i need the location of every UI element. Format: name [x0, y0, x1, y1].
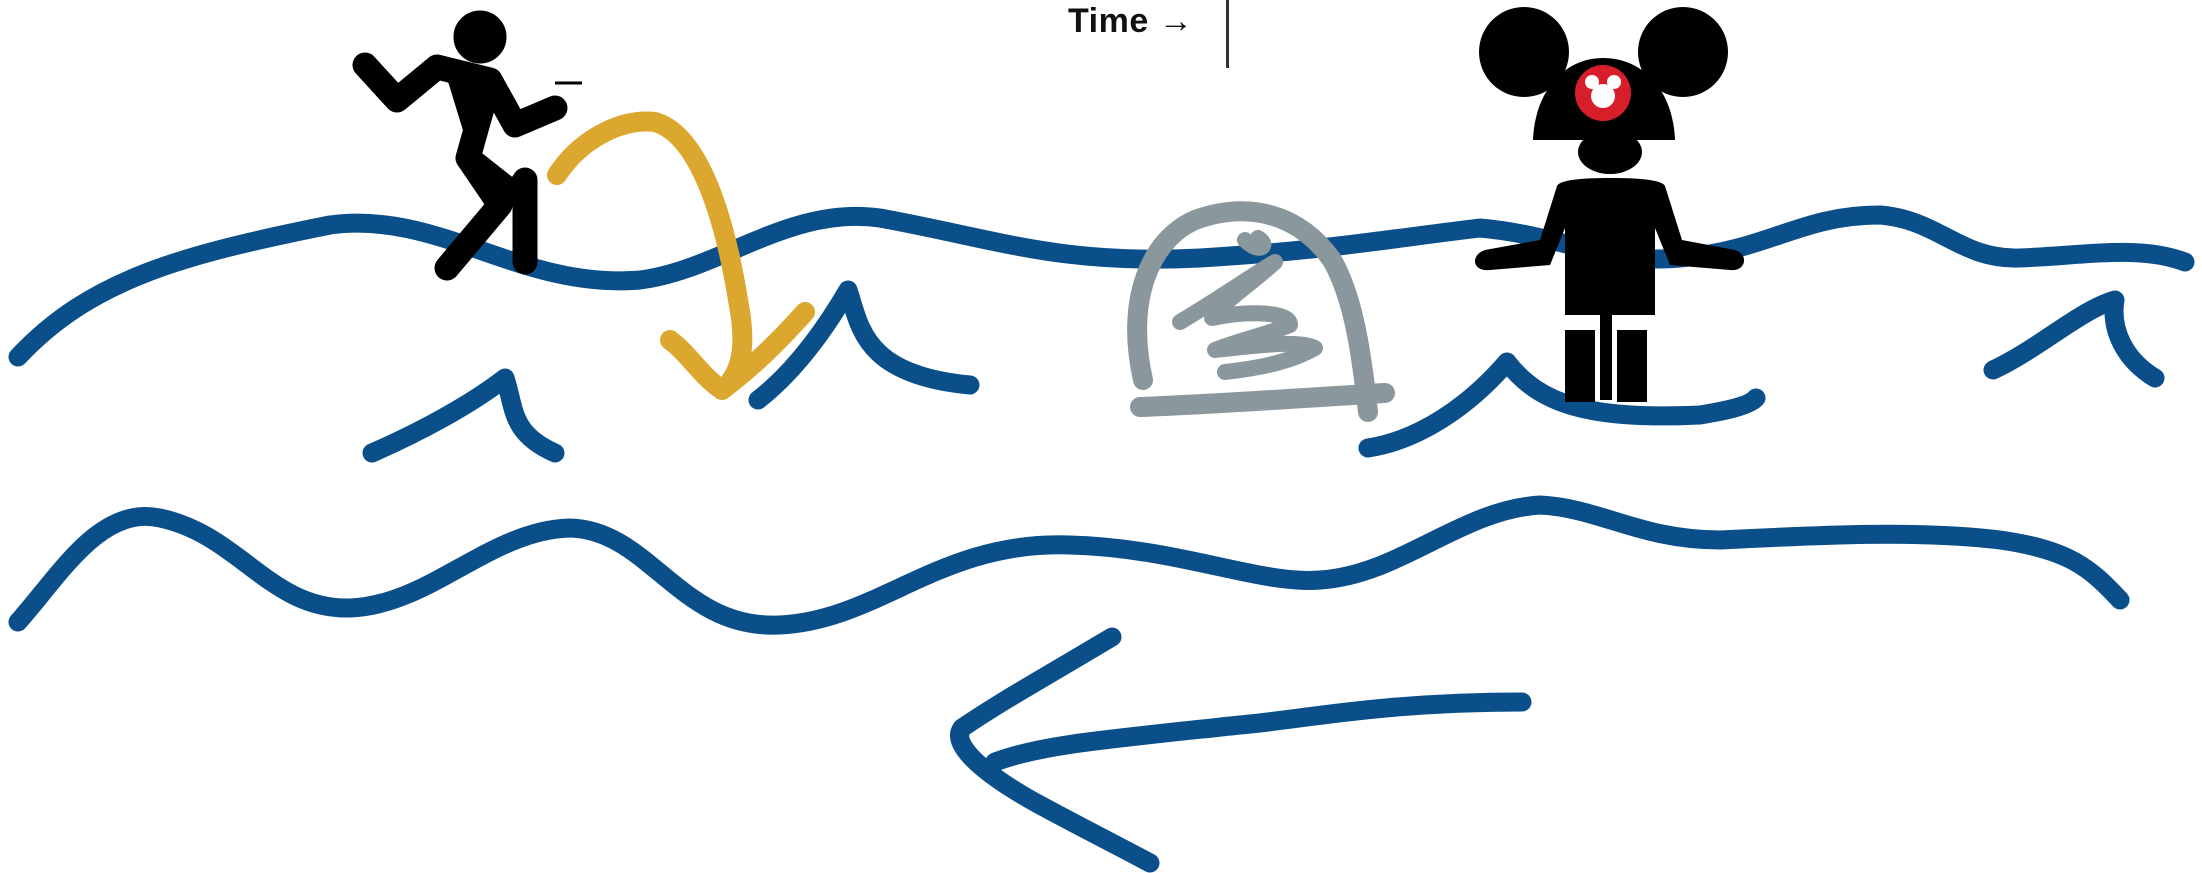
ripple-wave-2: [758, 290, 970, 400]
flow-arrow-shaft: [995, 702, 1522, 762]
curved-arrow-icon: [557, 122, 805, 390]
ripple-wave-3: [1368, 362, 1756, 448]
ripple-wave-4: [1993, 300, 2155, 378]
lower-river-line: [18, 505, 2120, 625]
mouse-ears-hat-icon: [1479, 7, 1728, 140]
ripple-wave-1: [372, 378, 555, 453]
upper-river-line: [18, 215, 2185, 357]
